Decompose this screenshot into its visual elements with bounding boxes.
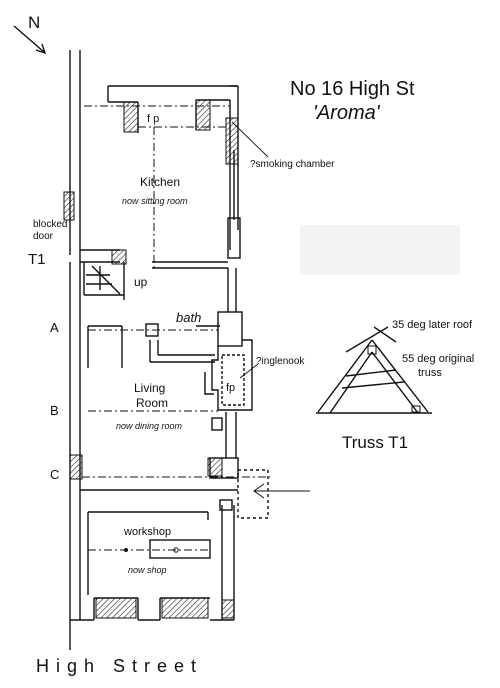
room-label: Room bbox=[136, 396, 168, 410]
living-label: Living bbox=[134, 381, 165, 395]
compass-letter: N bbox=[28, 13, 40, 32]
stairs-up-label: up bbox=[134, 275, 148, 289]
truss-original-label-2: truss bbox=[418, 367, 442, 379]
marker-circle bbox=[173, 547, 179, 553]
smoking-leader bbox=[231, 121, 269, 158]
section-t1-label: T1 bbox=[28, 251, 46, 268]
street-label: High Street bbox=[36, 656, 203, 676]
smoking-chamber-label: ?smoking chamber bbox=[250, 159, 335, 170]
blocked-door-label-2: door bbox=[33, 231, 54, 242]
blocked-door-label-1: blocked bbox=[33, 219, 67, 230]
fireplace-label-top: f p bbox=[147, 113, 159, 125]
living-now-label: now dining room bbox=[116, 421, 183, 431]
page-title: No 16 High St bbox=[290, 78, 415, 100]
fireplace-label-living: fp bbox=[226, 382, 235, 394]
workshop-now-label: now shop bbox=[128, 565, 167, 575]
truss-later-roof-label: 35 deg later roof bbox=[392, 319, 473, 331]
workshop-label: workshop bbox=[123, 526, 171, 538]
compass: N bbox=[13, 13, 47, 55]
kitchen-now-label: now sitting room bbox=[122, 196, 188, 206]
scan-smudge bbox=[300, 225, 460, 275]
inglenook-label: ?inglenook bbox=[256, 356, 305, 367]
truss-original-label-1: 55 deg original bbox=[402, 353, 474, 365]
inglenook-leader bbox=[239, 363, 259, 379]
marker-dot bbox=[124, 548, 128, 552]
entrance-arrow-icon bbox=[253, 483, 310, 499]
grid-label-a: A bbox=[50, 320, 59, 335]
section-lines bbox=[82, 105, 270, 551]
truss-diagram bbox=[316, 326, 432, 414]
truss-title: Truss T1 bbox=[342, 433, 408, 452]
page-subtitle: 'Aroma' bbox=[313, 102, 381, 124]
grid-label-c: C bbox=[50, 467, 59, 482]
grid-label-b: B bbox=[50, 403, 59, 418]
bath-label: bath bbox=[176, 310, 201, 325]
north-arrow-icon bbox=[13, 25, 45, 53]
kitchen-label: Kitchen bbox=[140, 175, 180, 189]
hatched-masonry bbox=[63, 99, 239, 619]
